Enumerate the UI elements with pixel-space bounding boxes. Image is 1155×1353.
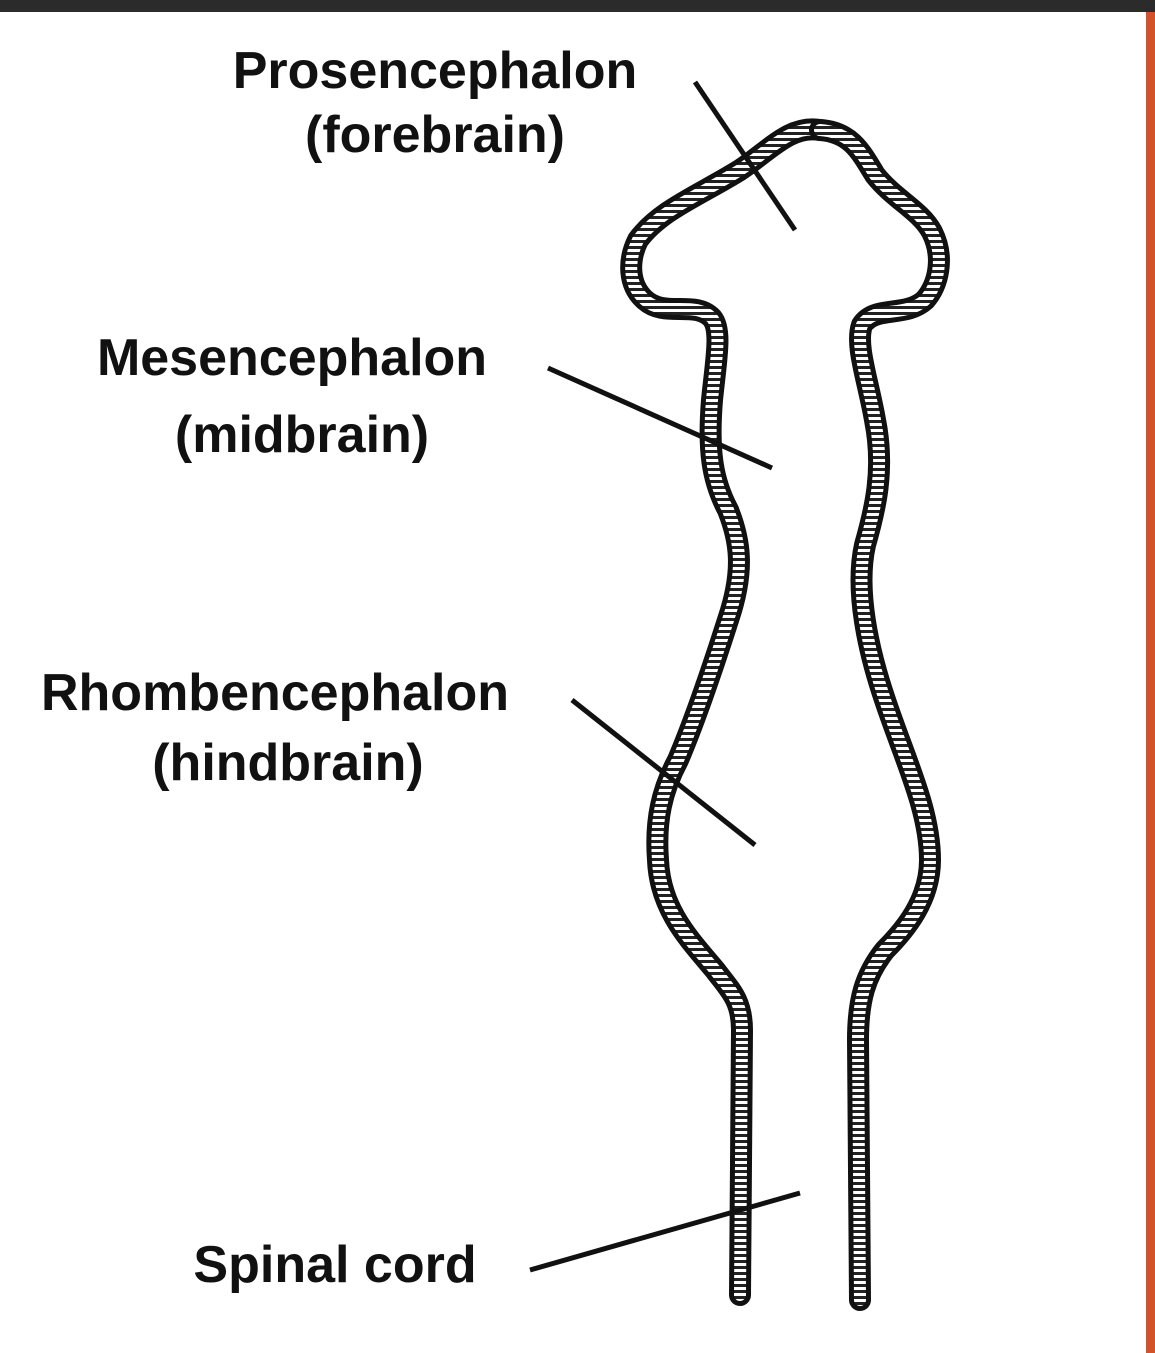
neural-tube-right-wall [809,119,950,1311]
neural-tube-left-wall [620,118,831,1306]
leader-line-mesencephalon [546,365,774,471]
label-spinal-cord: Spinal cord [193,1236,476,1294]
label-rhombencephalon: Rhombencephalon [41,664,509,722]
leader-line-prosencephalon [692,80,798,232]
label-midbrain: (midbrain) [175,406,429,464]
leader-line-spinal-cord [529,1190,801,1273]
right-accent-stripe [1146,12,1155,1353]
label-mesencephalon: Mesencephalon [97,329,487,387]
label-forebrain: (forebrain) [305,106,565,164]
label-prosencephalon: Prosencephalon [233,42,638,100]
leader-line-rhombencephalon [570,698,757,847]
label-hindbrain: (hindbrain) [152,734,424,792]
top-bar [0,0,1155,12]
